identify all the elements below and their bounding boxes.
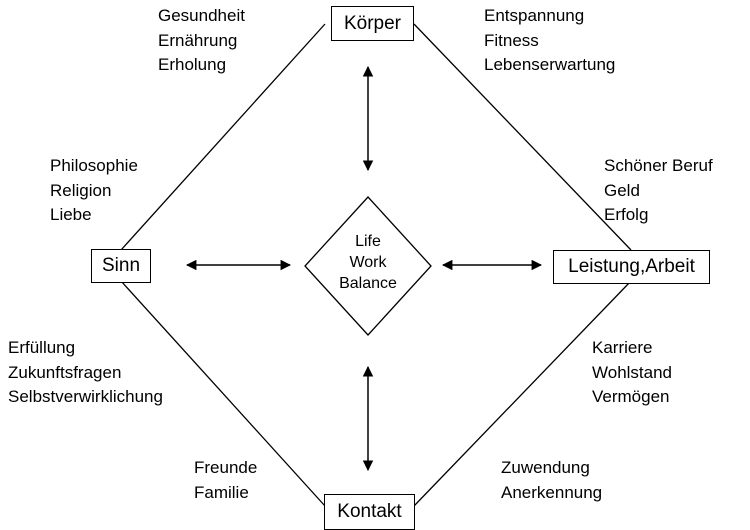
annotation-item: Selbstverwirklichung — [8, 387, 163, 406]
annotation-item: Philosophie — [50, 156, 138, 175]
annotation-item: Ernährung — [158, 30, 238, 50]
node-leistung-arbeit: Leistung,Arbeit — [553, 250, 710, 284]
annotation-item: Religion — [50, 180, 112, 200]
annotation-right-lower: Karriere Wohlstand Vermögen — [592, 336, 672, 410]
annotation-left-upper: Philosophie Religion Liebe — [50, 154, 138, 228]
annotation-item: Freunde — [194, 458, 258, 477]
edge-bottom-left — [120, 280, 326, 507]
annotation-top-right: Entspannung Fitness Lebenserwartung — [484, 4, 615, 78]
center-line: Balance — [339, 275, 397, 292]
annotation-bottom-right: Zuwendung Anerkennung — [501, 456, 602, 505]
annotation-item: Lebenserwartung — [484, 55, 616, 74]
annotation-item: Zukunftsfragen — [8, 362, 122, 382]
annotation-item: Karriere — [592, 338, 653, 357]
center-diamond — [304, 196, 432, 336]
annotation-left-lower: Erfüllung Zukunftsfragen Selbstverwirkli… — [8, 336, 163, 410]
center-line: Life — [355, 233, 381, 250]
annotation-item: Erfolg — [604, 205, 649, 224]
annotation-item: Gesundheit — [158, 6, 245, 25]
annotation-item: Geld — [604, 180, 640, 200]
annotation-item: Zuwendung — [501, 458, 590, 477]
annotation-item: Vermögen — [592, 387, 670, 406]
annotation-top-left: Gesundheit Ernährung Erholung — [158, 4, 245, 78]
edge-top-left — [120, 23, 326, 251]
annotation-item: Schöner Beruf — [604, 156, 713, 175]
annotation-item: Fitness — [484, 30, 539, 50]
annotation-item: Entspannung — [484, 6, 585, 25]
edge-bottom-right — [413, 280, 632, 507]
annotation-item: Wohlstand — [592, 362, 673, 382]
node-kontakt: Kontakt — [324, 494, 415, 530]
node-sinn: Sinn — [91, 249, 151, 283]
edge-top-right — [413, 23, 632, 251]
annotation-item: Erholung — [158, 55, 227, 74]
center-line: Work — [349, 254, 387, 271]
center-label: Life Work Balance — [318, 231, 418, 294]
annotation-right-upper: Schöner Beruf Geld Erfolg — [604, 154, 713, 228]
annotation-item: Anerkennung — [501, 482, 603, 502]
node-koerper: Körper — [331, 6, 414, 41]
annotation-item: Erfüllung — [8, 338, 76, 357]
annotation-item: Liebe — [50, 205, 92, 224]
annotation-bottom-left: Freunde Familie — [194, 456, 257, 505]
annotation-item: Familie — [194, 482, 249, 502]
